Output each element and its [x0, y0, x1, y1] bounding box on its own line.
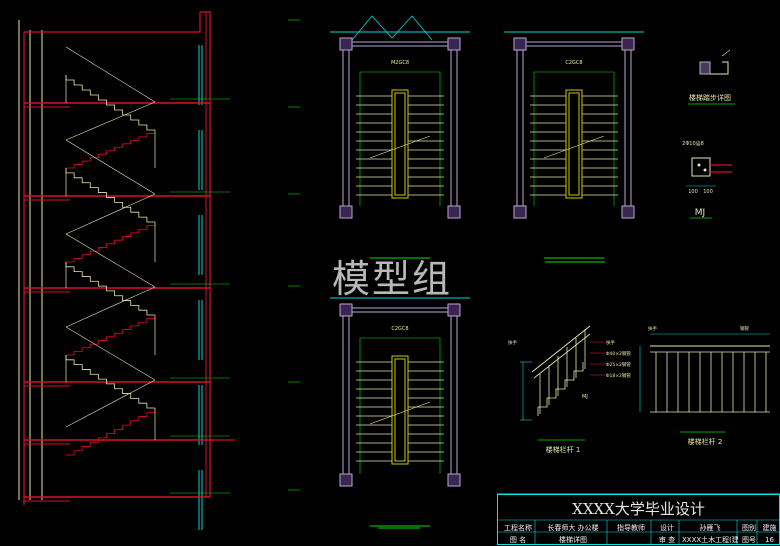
plan-column [513, 205, 527, 219]
plan-stair-well-inner [568, 92, 580, 196]
plan-column [513, 37, 527, 51]
mj-anchor-dot [697, 163, 701, 167]
plan-column [621, 37, 635, 51]
step-detail-title: 楼梯踏步详图 [689, 93, 731, 102]
plan-wall-left [342, 315, 350, 475]
railing1-side-label: Φ18×2钢管 [606, 372, 631, 379]
plan-stair-well [391, 355, 409, 465]
railing2-top-label: 扶手 [648, 325, 657, 332]
tb-cell-drawing-name: 楼梯详图 [559, 536, 587, 544]
mj-anchor-dot [703, 168, 707, 172]
plan-enclosure [359, 71, 441, 206]
step-detail-leader [721, 49, 731, 57]
step-detail-hatch [699, 61, 711, 75]
tb-cell-project-name: 长春师大 办公楼 [547, 524, 599, 532]
plan-direction-line [369, 135, 431, 159]
tb-cell-design-label: 设计 [660, 524, 674, 532]
railing1-handrail [531, 325, 591, 373]
step-detail: 楼梯踏步详图 [688, 49, 735, 105]
tb-cell-review-label: 审 查 [658, 536, 676, 544]
railing2-top-label: 钢管 [740, 325, 749, 332]
mj-label: MJ [695, 208, 705, 218]
plan-column [339, 37, 353, 51]
railing1-side-label: 扶手 [606, 339, 615, 346]
stair-handrail [65, 101, 156, 141]
tb-cell-category: 建施 [762, 524, 777, 532]
stair-flight [65, 75, 155, 131]
mj-dim-text: 100 [688, 189, 698, 195]
stair-section-view [18, 11, 235, 530]
tb-cell-number-label: 图号 [742, 536, 756, 544]
railing-detail-2: 楼梯栏杆 2 扶手 钢管 [639, 325, 770, 446]
stair-handrail [65, 326, 156, 381]
stair-flight [66, 222, 156, 263]
stair-handrail [65, 139, 156, 195]
plan-stair-well [391, 89, 409, 199]
plan-enclosure [359, 337, 441, 474]
stair-flight [66, 315, 156, 356]
plan-column [339, 473, 353, 487]
railing1-top-label: 扶手 [508, 339, 517, 346]
plan-column [447, 205, 461, 219]
stair-handrail [65, 233, 156, 288]
section-red-outline [24, 11, 211, 497]
tb-cell-designer: 孙雁飞 [699, 524, 721, 532]
plan-enclosure [533, 71, 615, 206]
stair-flight [65, 168, 155, 223]
stair-plan-top-floor: M2GC8 [330, 15, 470, 259]
tb-cell-drawing-name-label: 图 名 [509, 536, 527, 544]
plan-wall-right [624, 49, 632, 207]
railing1-steps [537, 362, 584, 416]
tb-cell-major: XXXX土木工程(建筑) [682, 536, 738, 544]
tb-cell-number: 16 [765, 536, 774, 544]
stair-flight [65, 262, 155, 316]
plan-wall-left [342, 49, 350, 207]
mj-dim-text: 100 [703, 189, 713, 195]
mj-embed-detail: 100 100 2Φ10@8MJ [682, 141, 732, 219]
tb-cell-project-label: 工程名称 [504, 524, 532, 532]
railing1-callout: MJ [582, 394, 588, 400]
stair-handrail [65, 379, 156, 428]
plan-roof-profile [351, 15, 433, 41]
stair-flight [66, 130, 156, 169]
plan-direction-line [369, 401, 431, 425]
tb-cell-category-label: 图别 [742, 524, 756, 532]
tb-cell-advisor-label: 指导教师 [617, 524, 645, 532]
stair-flight [65, 355, 155, 409]
plan-column [339, 303, 353, 317]
stair-handrail [65, 46, 156, 103]
plan-stair-well [565, 89, 583, 199]
plan-wall-right [450, 315, 458, 475]
stair-plan-ground-floor: C2GC8 [330, 297, 470, 527]
watermark-text: 模型组 [332, 257, 453, 301]
title-block: XXXX大学毕业设计 工程名称 长春师大 办公楼 指导教师 设计 孙雁飞 图别 … [497, 494, 780, 545]
stair-handrail [65, 286, 156, 328]
plan-column [447, 37, 461, 51]
railing1-handrail-lower [533, 333, 591, 379]
stair-handrail [65, 193, 156, 235]
mj-plate [691, 157, 711, 177]
stair-flight [66, 408, 156, 456]
railing1-side-label: Φ40×2钢管 [606, 350, 631, 357]
plan-column [339, 205, 353, 219]
plan-label: C2GC8 [565, 60, 582, 66]
plan-label: C2GC8 [391, 326, 408, 332]
plan-wall-left [516, 49, 524, 207]
plan-stair-well-inner [394, 358, 406, 462]
mj-top-label: 2Φ10@8 [682, 141, 704, 147]
plan-stair-well-inner [394, 92, 406, 196]
drawing-title: XXXX大学毕业设计 [572, 500, 705, 518]
plan-column [447, 473, 461, 487]
railing1-title: 楼梯栏杆 1 [546, 445, 581, 454]
railing1-side-label: Φ25×2钢管 [606, 361, 631, 368]
plan-direction-line [543, 135, 605, 159]
stair-plan-standard-floor: C2GC8 [504, 31, 644, 259]
railing2-title: 楼梯栏杆 2 [688, 437, 723, 446]
plan-column [621, 205, 635, 219]
plan-label: M2GC8 [391, 60, 409, 66]
plan-column [447, 303, 461, 317]
plan-wall-right [450, 49, 458, 207]
